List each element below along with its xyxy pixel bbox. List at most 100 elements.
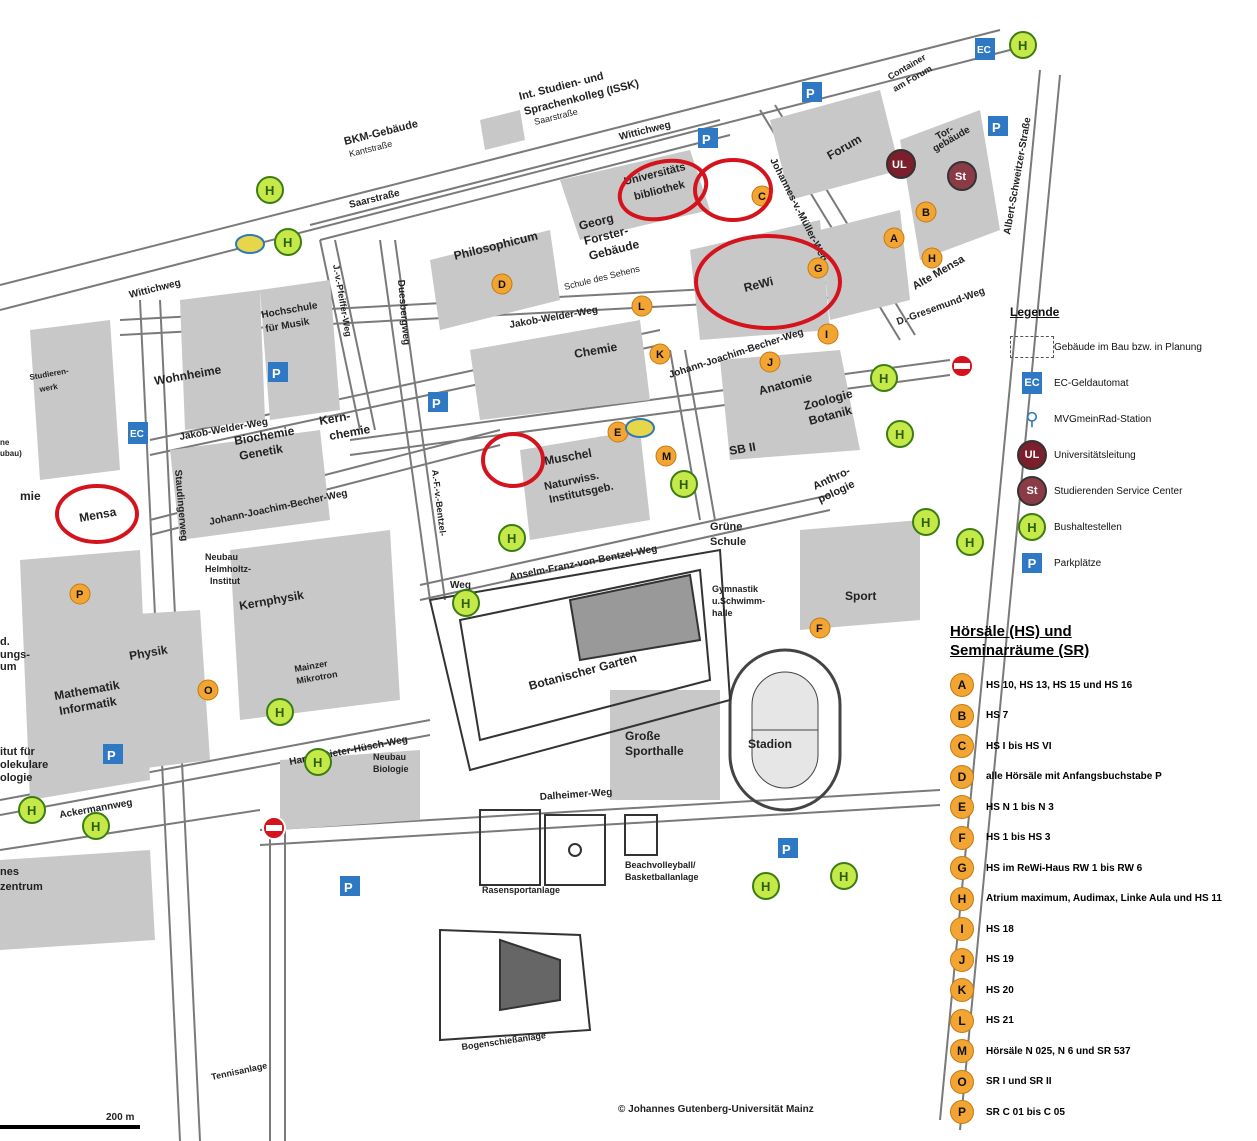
svg-text:ne: ne	[0, 438, 10, 447]
svg-text:mie: mie	[20, 489, 41, 503]
hall-letter-icon: P	[950, 1100, 974, 1125]
svg-text:halle: halle	[712, 608, 733, 618]
svg-text:F: F	[816, 623, 823, 635]
legend-item-bus: H Bushaltestellen	[1010, 509, 1255, 545]
svg-text:H: H	[879, 371, 888, 386]
svg-text:A: A	[890, 233, 898, 245]
svg-text:Helmholtz-: Helmholtz-	[205, 564, 251, 574]
dashed-rect-icon	[1010, 336, 1054, 358]
svg-text:P: P	[272, 366, 281, 381]
hall-letter-icon: L	[950, 1008, 974, 1033]
hall-letter-icon: G	[950, 856, 974, 881]
hall-letter-icon: A	[950, 673, 974, 698]
parking-icon: P	[1022, 553, 1042, 573]
svg-text:Neubau: Neubau	[373, 752, 406, 762]
svg-text:G: G	[814, 263, 823, 275]
lecture-hall-markers: C B A H G D L I K J E M P F O	[69, 185, 943, 701]
svg-text:EC: EC	[130, 429, 144, 440]
svg-text:H: H	[27, 803, 36, 818]
svg-text:St: St	[955, 171, 966, 183]
svg-text:Schule: Schule	[710, 536, 746, 548]
svg-text:H: H	[921, 515, 930, 530]
svg-text:L: L	[638, 301, 645, 313]
svg-text:P: P	[782, 842, 791, 857]
svg-text:nes: nes	[0, 866, 19, 878]
svg-text:C: C	[758, 191, 766, 203]
svg-text:Institut: Institut	[210, 576, 240, 586]
svg-text:Weg: Weg	[450, 580, 471, 591]
svg-text:Biologie: Biologie	[373, 764, 409, 774]
sports-fields	[439, 809, 658, 1042]
svg-text:H: H	[461, 596, 470, 611]
svg-text:I: I	[825, 329, 828, 341]
hall-description: HS 10, HS 13, HS 15 und HS 16	[986, 679, 1133, 691]
svg-text:E: E	[614, 427, 621, 439]
bus-icon: H	[1018, 513, 1046, 541]
svg-text:H: H	[275, 705, 284, 720]
st-icon: St	[1017, 476, 1047, 506]
hall-letter-icon: B	[950, 703, 974, 728]
svg-text:Grüne: Grüne	[710, 521, 742, 533]
svg-text:H: H	[91, 819, 100, 834]
svg-text:P: P	[806, 86, 815, 101]
ec-markers: EC EC	[128, 38, 995, 444]
hall-letter-icon: J	[950, 947, 974, 972]
svg-text:Rasensportanlage: Rasensportanlage	[482, 885, 560, 895]
svg-text:B: B	[922, 207, 930, 219]
svg-text:H: H	[761, 879, 770, 894]
svg-text:itut für: itut für	[0, 746, 36, 758]
hall-description: HS 20	[986, 984, 1014, 996]
hall-description: HS I bis HS VI	[986, 740, 1052, 752]
scale-bar: 200 m	[0, 1112, 140, 1129]
svg-text:Stadion: Stadion	[748, 737, 792, 751]
svg-text:M: M	[662, 451, 671, 463]
svg-text:O: O	[204, 685, 213, 697]
svg-text:Gymnastik: Gymnastik	[712, 584, 759, 594]
svg-text:Physik: Physik	[128, 642, 169, 663]
hall-letter-icon: M	[950, 1039, 974, 1064]
hall-letter-icon: I	[950, 917, 974, 942]
parking-markers: P P P P P P P P	[103, 82, 1008, 896]
bike-icon: ⚲	[1025, 408, 1039, 429]
svg-text:H: H	[507, 531, 516, 546]
svg-text:Große: Große	[625, 729, 661, 743]
hall-description: Atrium maximum, Audimax, Linke Aula und …	[986, 893, 1222, 905]
hall-description: HS 19	[986, 954, 1014, 966]
hall-item-i: I HS 18	[950, 914, 1255, 945]
svg-text:P: P	[344, 880, 353, 895]
svg-text:H: H	[313, 755, 322, 770]
svg-text:SB II: SB II	[728, 440, 757, 458]
svg-text:H: H	[895, 427, 904, 442]
svg-text:Basketballanlage: Basketballanlage	[625, 872, 699, 882]
svg-text:Sporthalle: Sporthalle	[625, 744, 684, 758]
hall-letter-icon: O	[950, 1069, 974, 1094]
legend-item-construction: Gebäude im Bau bzw. in Planung	[1010, 329, 1255, 365]
hall-description: HS 18	[986, 923, 1014, 935]
hall-letter-icon: F	[950, 825, 974, 850]
svg-text:Kern-: Kern-	[318, 409, 351, 428]
no-entry-signs	[262, 354, 974, 840]
hall-item-j: J HS 19	[950, 945, 1255, 976]
bus-stop-markers: H H H H H H H H H H H H H H H H	[18, 31, 1037, 900]
svg-text:zentrum: zentrum	[0, 881, 43, 893]
svg-text:H: H	[1018, 38, 1027, 53]
svg-text:200 m: 200 m	[106, 1112, 134, 1123]
svg-text:H: H	[965, 535, 974, 550]
hall-item-a: A HS 10, HS 13, HS 15 und HS 16	[950, 670, 1255, 701]
legend-item-bike: ⚲ MVGmeinRad-Station	[1025, 408, 1152, 429]
hall-letter-icon: D	[950, 764, 974, 789]
hall-description: Hörsäle N 025, N 6 und SR 537	[986, 1045, 1131, 1057]
copyright: © Johannes Gutenberg-Universität Mainz	[618, 1104, 814, 1115]
svg-text:UL: UL	[892, 159, 907, 171]
